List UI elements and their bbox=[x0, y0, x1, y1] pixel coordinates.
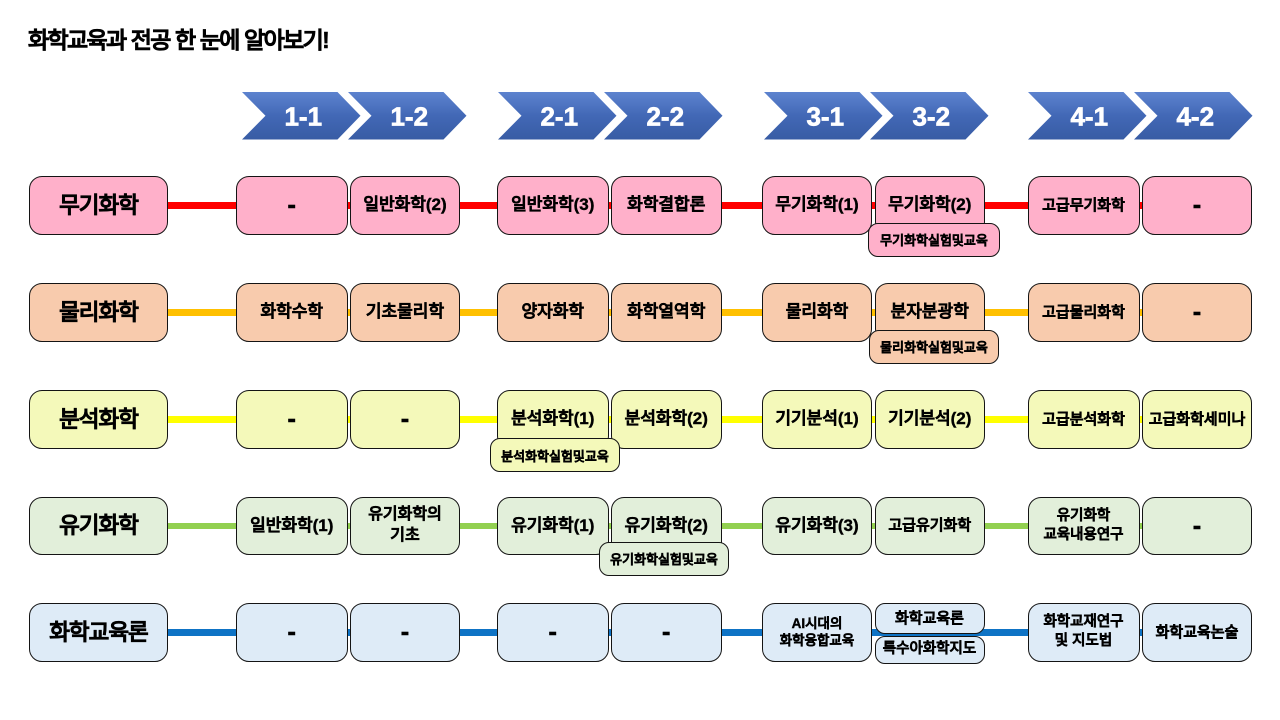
svg-text:1-1: 1-1 bbox=[284, 101, 322, 131]
svg-text:1-2: 1-2 bbox=[390, 101, 428, 131]
svg-text:3-1: 3-1 bbox=[806, 101, 844, 131]
svg-text:4-1: 4-1 bbox=[1070, 101, 1108, 131]
svg-text:2-2: 2-2 bbox=[646, 101, 684, 131]
svg-text:3-2: 3-2 bbox=[912, 101, 950, 131]
svg-text:2-1: 2-1 bbox=[540, 101, 578, 131]
svg-text:4-2: 4-2 bbox=[1176, 101, 1214, 131]
